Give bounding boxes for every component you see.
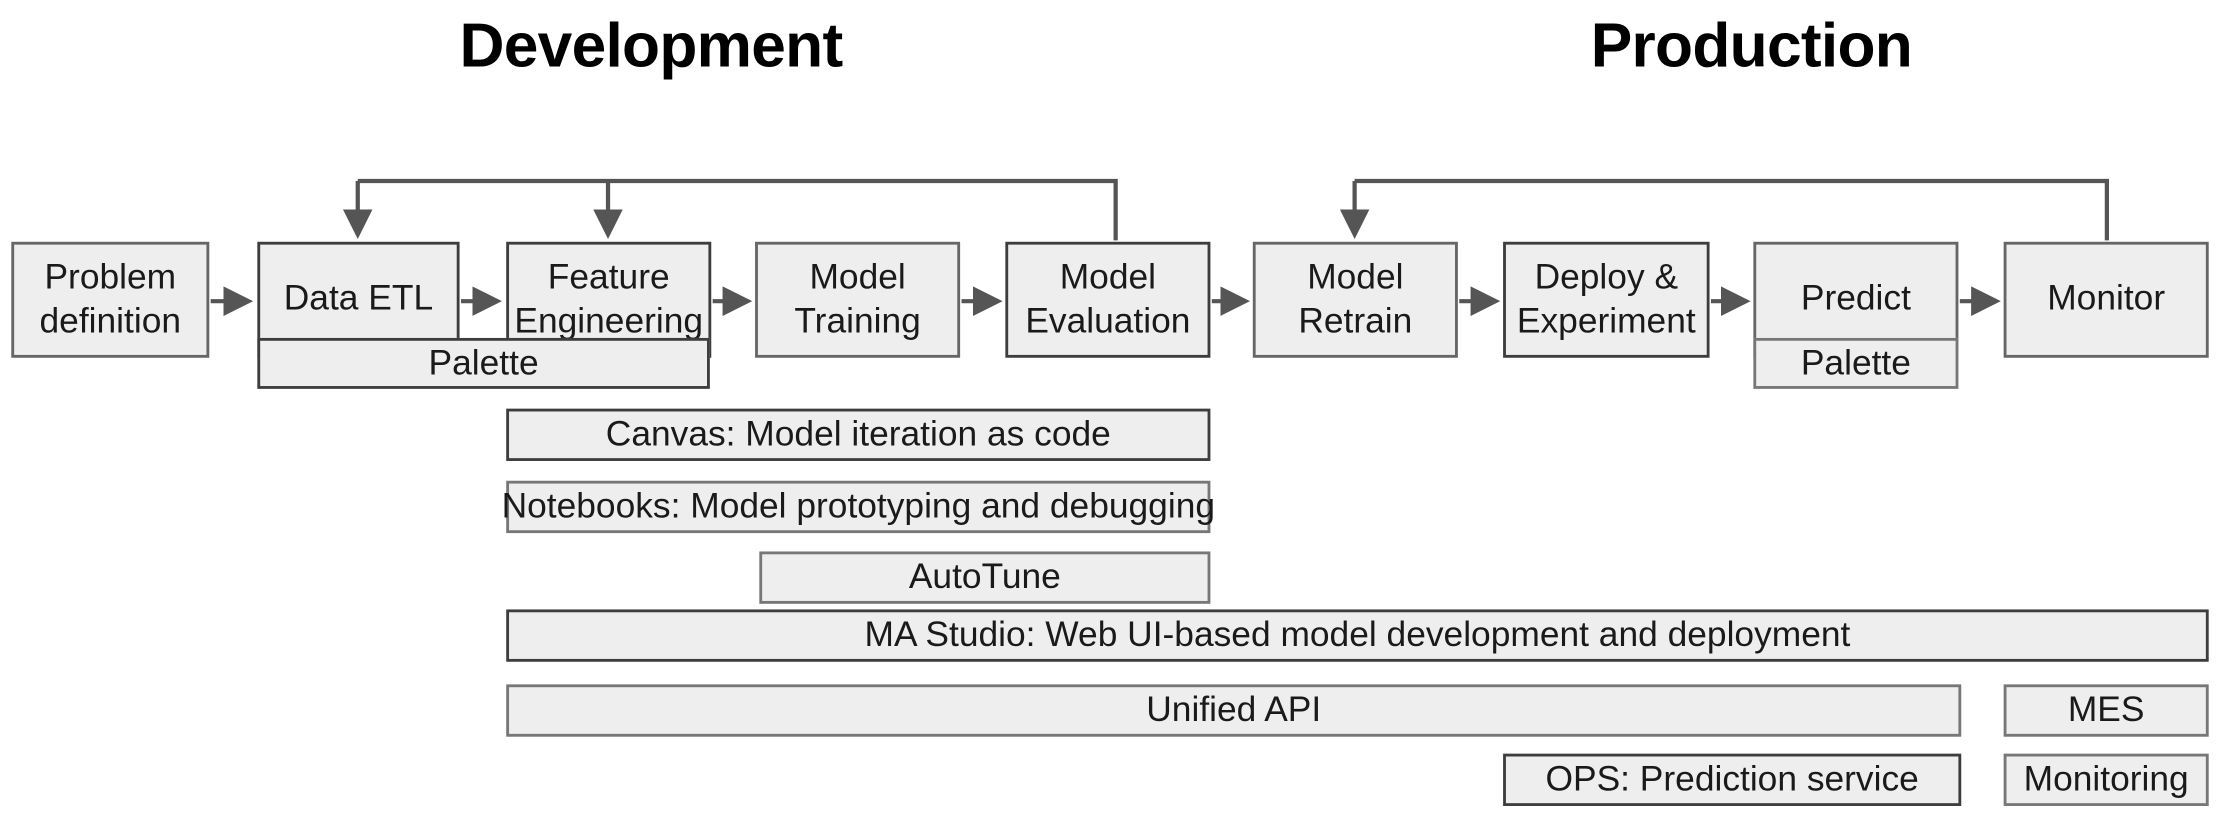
node-label: Model Retrain	[1298, 256, 1413, 341]
node-label: Model Evaluation	[1025, 256, 1191, 341]
phase-title-production: Production	[1590, 11, 1913, 81]
bar-notebooks[interactable]: Notebooks: Model prototyping and debuggi…	[502, 480, 1215, 534]
bar-label: Notebooks: Model prototyping and debuggi…	[501, 486, 1216, 527]
bar-label: Palette	[428, 342, 539, 383]
node-label: Predict	[1800, 279, 1911, 319]
node-label: Deploy & Experiment	[1516, 256, 1696, 341]
bar-label: AutoTune	[908, 557, 1061, 597]
node-label: Monitor	[2047, 279, 2166, 319]
bar-palette-production[interactable]: Palette	[1753, 337, 1959, 389]
node-label: Data ETL	[283, 279, 434, 319]
bar-autotune[interactable]: AutoTune	[759, 551, 1211, 604]
bar-ma-studio[interactable]: MA Studio: Web UI-based model developmen…	[506, 609, 2209, 662]
bar-label: OPS: Prediction service	[1545, 759, 1919, 799]
bar-ops-prediction-service[interactable]: OPS: Prediction service	[1503, 753, 1962, 806]
bar-mes[interactable]: MES	[2003, 684, 2209, 737]
bar-label: Unified API	[1146, 690, 1322, 730]
node-label: Problem definition	[39, 256, 182, 341]
bar-label: Canvas: Model iteration as code	[605, 414, 1111, 454]
bar-unified-api[interactable]: Unified API	[506, 684, 1962, 737]
node-model-retrain[interactable]: Model Retrain	[1252, 241, 1458, 358]
node-monitor[interactable]: Monitor	[2003, 241, 2209, 358]
bar-palette-development[interactable]: Palette	[257, 337, 710, 389]
bar-monitoring[interactable]: Monitoring	[2003, 753, 2209, 806]
node-label: Feature Engineering	[514, 256, 704, 341]
node-deploy-experiment[interactable]: Deploy & Experiment	[1503, 241, 1710, 358]
bar-label: Monitoring	[2023, 759, 2189, 799]
node-label: Model Training	[794, 256, 921, 341]
bar-canvas[interactable]: Canvas: Model iteration as code	[506, 408, 1211, 461]
bar-label: Palette	[1800, 342, 1911, 383]
node-model-training[interactable]: Model Training	[755, 241, 961, 358]
bar-label: MA Studio: Web UI-based model developmen…	[864, 615, 1851, 655]
phase-title-development: Development	[459, 11, 844, 81]
node-problem-definition[interactable]: Problem definition	[11, 241, 210, 358]
bar-label: MES	[2067, 690, 2145, 730]
node-model-evaluation[interactable]: Model Evaluation	[1005, 241, 1211, 358]
